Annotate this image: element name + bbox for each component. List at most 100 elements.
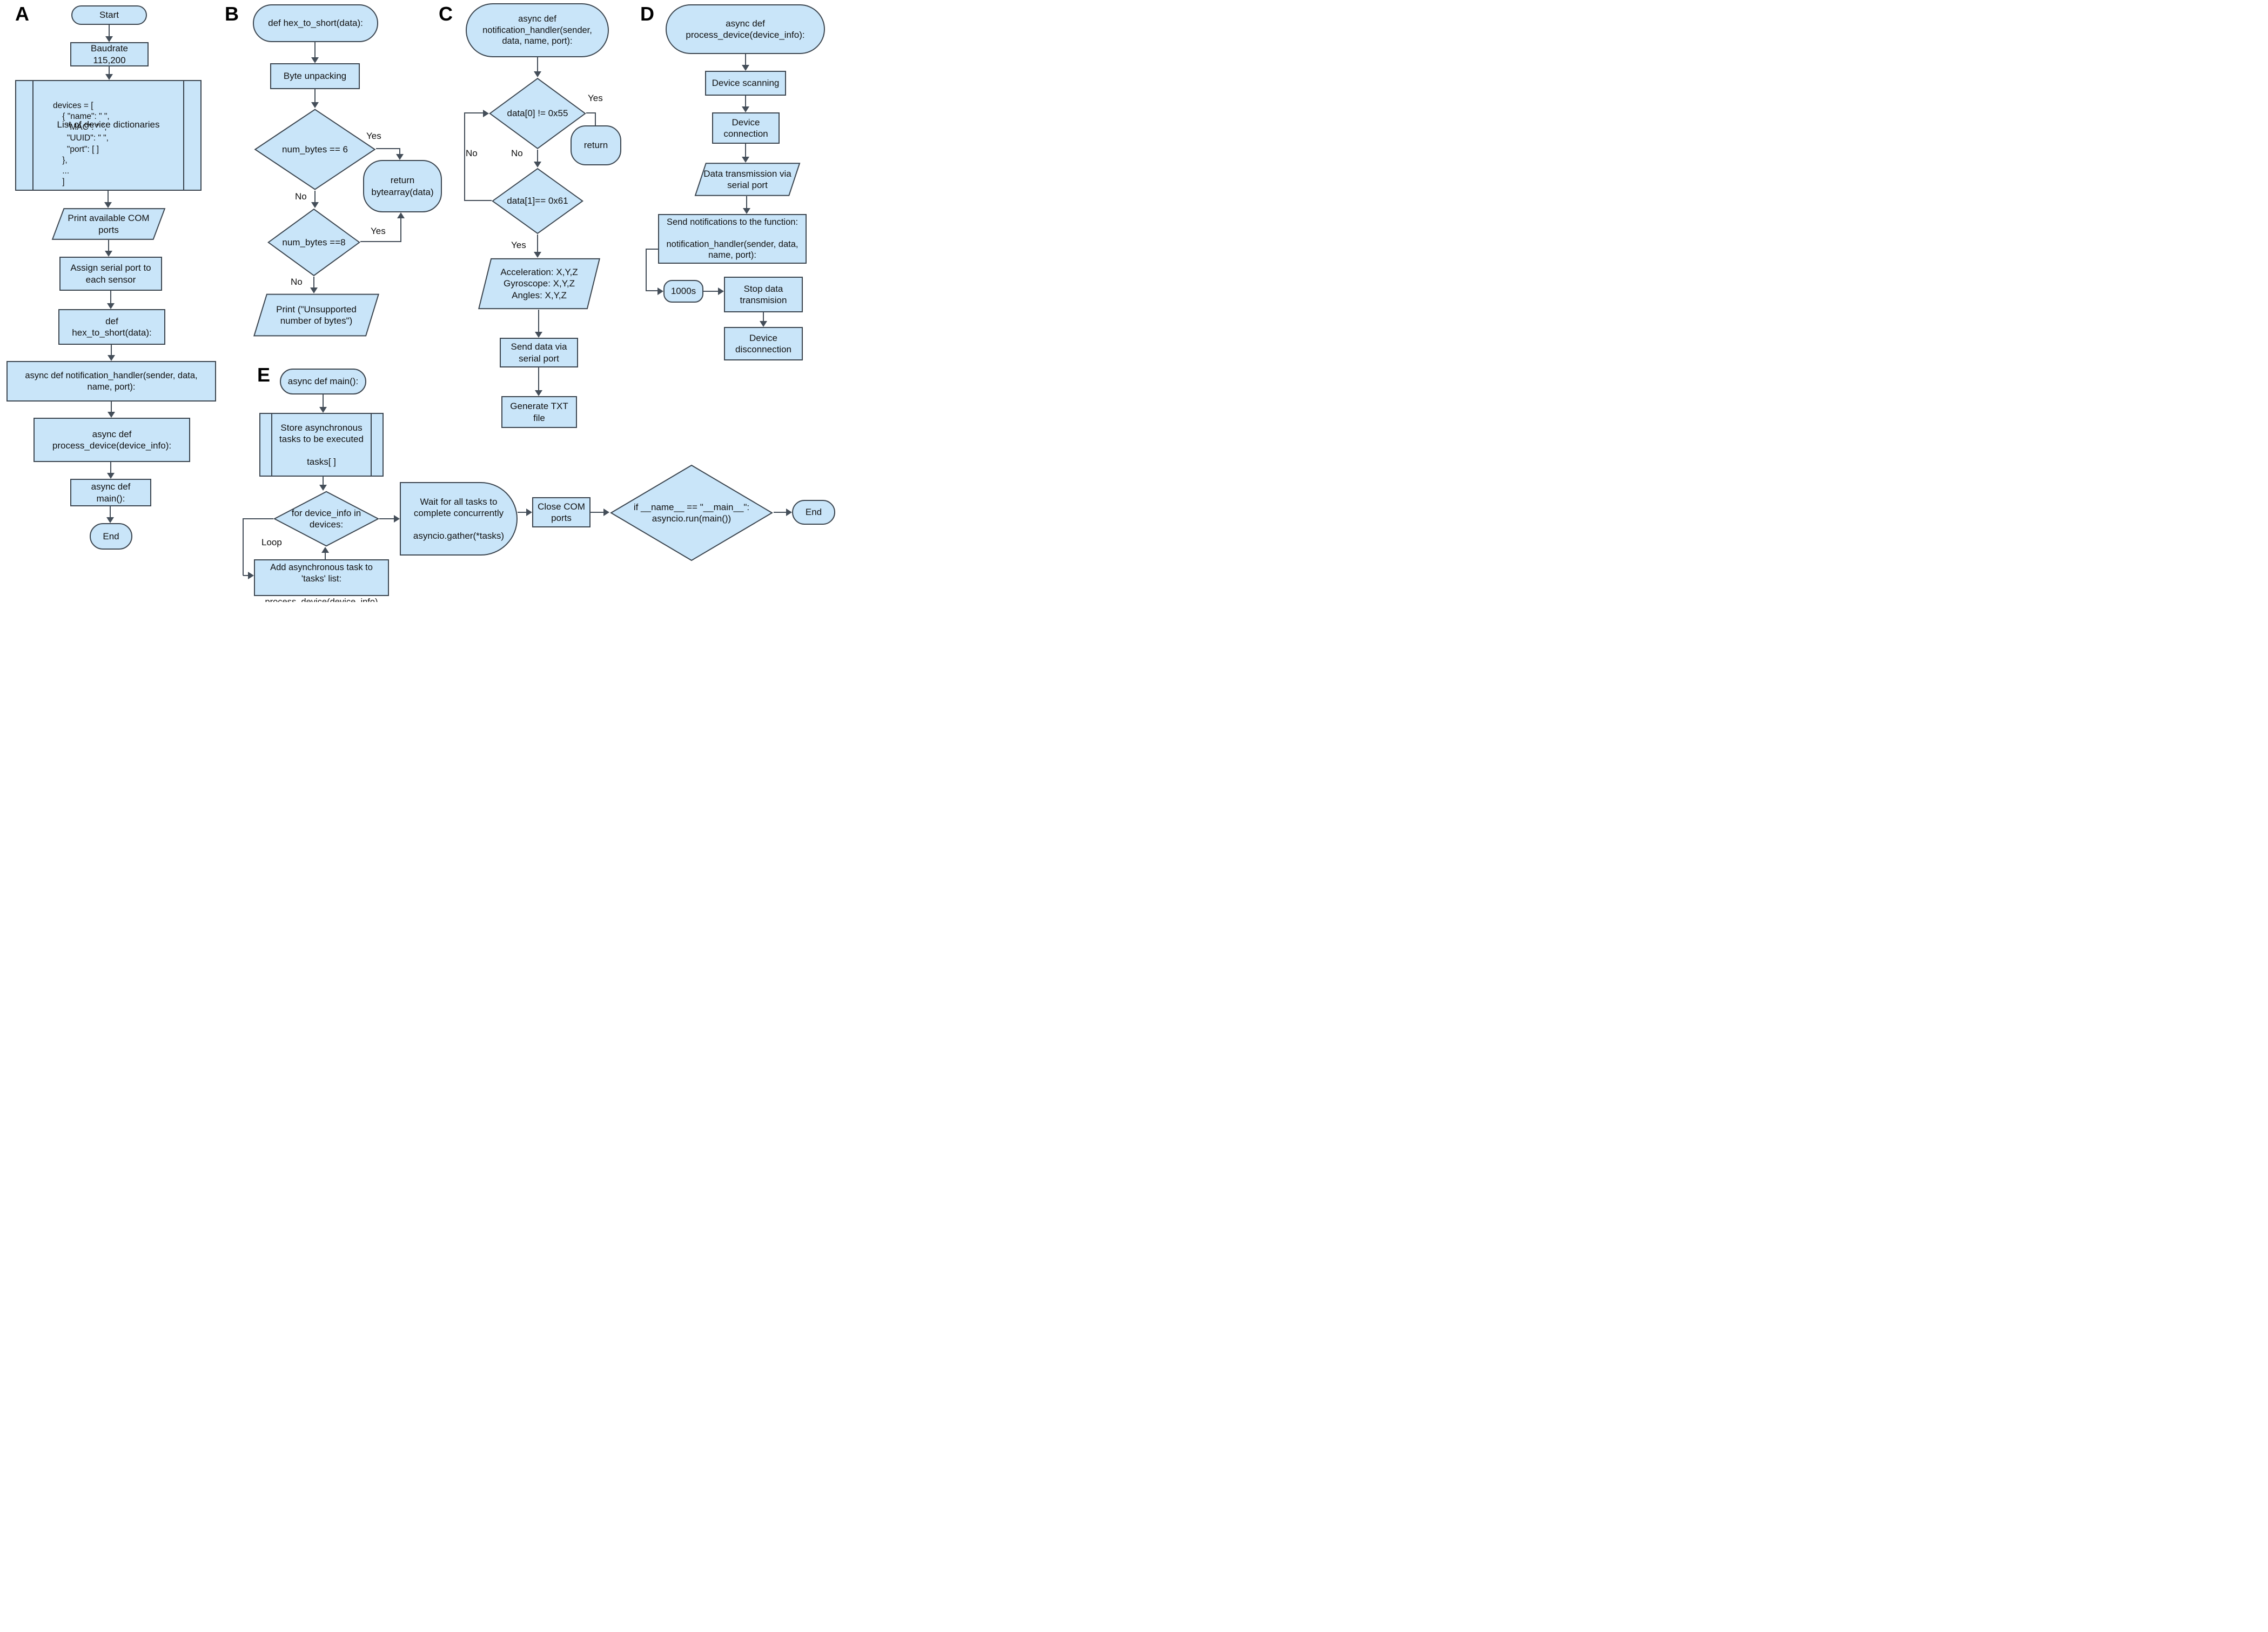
panel-b-label: B	[225, 3, 239, 25]
connector	[703, 291, 718, 292]
arrowhead	[106, 517, 114, 523]
edge-label-no: No	[295, 191, 307, 202]
diamond-shape	[254, 108, 376, 191]
edge-label-yes: Yes	[511, 240, 526, 250]
node-device-disconnection: Device disconnection	[724, 327, 803, 360]
connector	[774, 512, 786, 513]
connector	[464, 113, 465, 201]
connector	[108, 240, 109, 252]
connector	[745, 54, 746, 66]
connector	[314, 191, 316, 203]
arrowhead	[534, 252, 541, 258]
parallelogram-shape	[478, 258, 601, 310]
panel-e-label: E	[257, 364, 271, 386]
arrowhead	[107, 303, 115, 309]
connector	[325, 553, 326, 559]
node-device-list: List of device dictionaries devices = [ …	[15, 80, 202, 191]
connector	[399, 149, 400, 155]
node-assign-serial: Assign serial port to each sensor	[59, 257, 162, 291]
device-list-title: List of device dictionaries	[57, 119, 160, 130]
node-add-task: Add asynchronous task to 'tasks' list: p…	[254, 559, 389, 602]
node-device-scanning: Device scanning	[705, 71, 786, 96]
panel-a-label: A	[15, 3, 29, 25]
connector	[111, 402, 112, 413]
connector	[111, 345, 112, 356]
arrowhead	[310, 287, 318, 293]
connector	[109, 66, 110, 75]
connector	[464, 112, 484, 113]
arrowhead	[657, 287, 663, 295]
node-store-tasks: Store asynchronous tasks to be executed …	[259, 413, 384, 477]
node-send-notifications: Send notifications to the function: noti…	[658, 214, 807, 264]
node-sensor-data: Acceleration: X,Y,Z Gyroscope: X,Y,Z Ang…	[478, 258, 601, 310]
connector	[538, 310, 539, 333]
panel-c-label: C	[439, 3, 453, 25]
node-notification-handler: async def notification_handler(sender, d…	[6, 361, 216, 402]
parallelogram-shape	[253, 293, 380, 337]
edge-label-loop: Loop	[261, 537, 282, 547]
arrowhead	[396, 154, 404, 160]
arrowhead	[311, 57, 319, 63]
edge-label-yes: Yes	[366, 131, 381, 141]
node-start: Start	[71, 5, 147, 25]
node-send-serial: Send data via serial port	[500, 338, 578, 367]
node-c-handler: async def notification_handler(sender, d…	[466, 3, 609, 57]
node-stop-transmission: Stop data transmision	[724, 277, 803, 312]
connector	[464, 200, 492, 201]
panel-d-label: D	[640, 3, 654, 25]
connector	[110, 462, 111, 474]
node-byte-unpacking: Byte unpacking	[270, 63, 360, 89]
parallelogram-shape	[51, 208, 166, 240]
arrowhead	[107, 473, 115, 479]
arrowhead	[248, 572, 254, 579]
predefined-bar	[371, 414, 372, 476]
connector	[763, 312, 764, 322]
arrowhead	[742, 65, 749, 71]
connector	[379, 518, 394, 519]
node-data-transmission: Data transmission via serial port	[694, 163, 801, 196]
arrowhead	[319, 407, 327, 413]
node-num-bytes-6: num_bytes == 6	[254, 108, 376, 191]
arrowhead	[786, 509, 792, 516]
diamond-shape	[492, 168, 583, 235]
connector	[746, 196, 747, 209]
arrowhead	[760, 321, 767, 327]
arrowhead	[108, 355, 115, 361]
connector	[591, 512, 603, 513]
node-end-a: End	[90, 523, 132, 550]
arrowhead	[105, 74, 113, 80]
arrowhead	[742, 106, 749, 112]
connector	[110, 506, 111, 518]
arrowhead	[311, 102, 319, 108]
connector	[646, 290, 657, 291]
diamond-shape	[273, 491, 379, 547]
connector	[313, 277, 314, 289]
arrowhead	[534, 71, 541, 77]
connector	[243, 518, 273, 519]
connector	[400, 218, 401, 242]
connector	[745, 144, 746, 158]
edge-label-yes: Yes	[588, 93, 603, 103]
node-return-bytearray: return bytearray(data)	[363, 160, 442, 212]
node-wait-tasks: Wait for all tasks to complete concurren…	[400, 482, 518, 556]
connector	[109, 25, 110, 37]
connector	[108, 191, 109, 203]
connector	[646, 249, 658, 250]
node-b-def-hex: def hex_to_short(data):	[253, 4, 378, 42]
connector	[537, 57, 538, 72]
node-print-unsupported: Print ("Unsupported number of bytes")	[253, 293, 380, 337]
arrowhead	[534, 162, 541, 168]
edge-label-yes: Yes	[371, 226, 386, 236]
connector	[243, 518, 244, 576]
connector	[595, 113, 596, 125]
connector	[538, 367, 539, 391]
arrowhead	[397, 212, 405, 218]
diamond-shape	[489, 77, 586, 150]
arrowhead	[104, 202, 112, 208]
node-baudrate: Baudrate 115,200	[70, 42, 149, 66]
node-print-com-ports: Print available COM ports	[51, 208, 166, 240]
edge-label-no: No	[511, 148, 523, 158]
predefined-bar	[32, 81, 33, 190]
node-for-loop: for device_info in devices:	[273, 491, 379, 547]
connector	[518, 512, 526, 513]
